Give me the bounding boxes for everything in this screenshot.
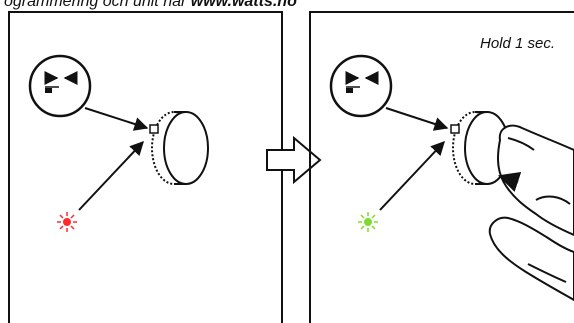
panel-after: Hold 1 sec. bbox=[309, 11, 574, 323]
sensor-symbol-icon bbox=[28, 54, 92, 118]
pressing-hand-icon bbox=[488, 124, 574, 301]
right-arrow-icon bbox=[266, 135, 322, 185]
led-indicator-icon bbox=[57, 212, 77, 232]
sensor-symbol-icon bbox=[329, 54, 393, 118]
page-title: ogrammering och unit når www.watts.no bbox=[4, 0, 297, 11]
panel-before bbox=[8, 11, 283, 323]
thermostat-knob-icon bbox=[149, 111, 209, 185]
title-brand: www.watts.no bbox=[190, 0, 297, 10]
hold-caption: Hold 1 sec. bbox=[480, 35, 555, 52]
title-text: ogrammering och unit når bbox=[4, 0, 191, 10]
led-indicator-icon bbox=[358, 212, 378, 232]
